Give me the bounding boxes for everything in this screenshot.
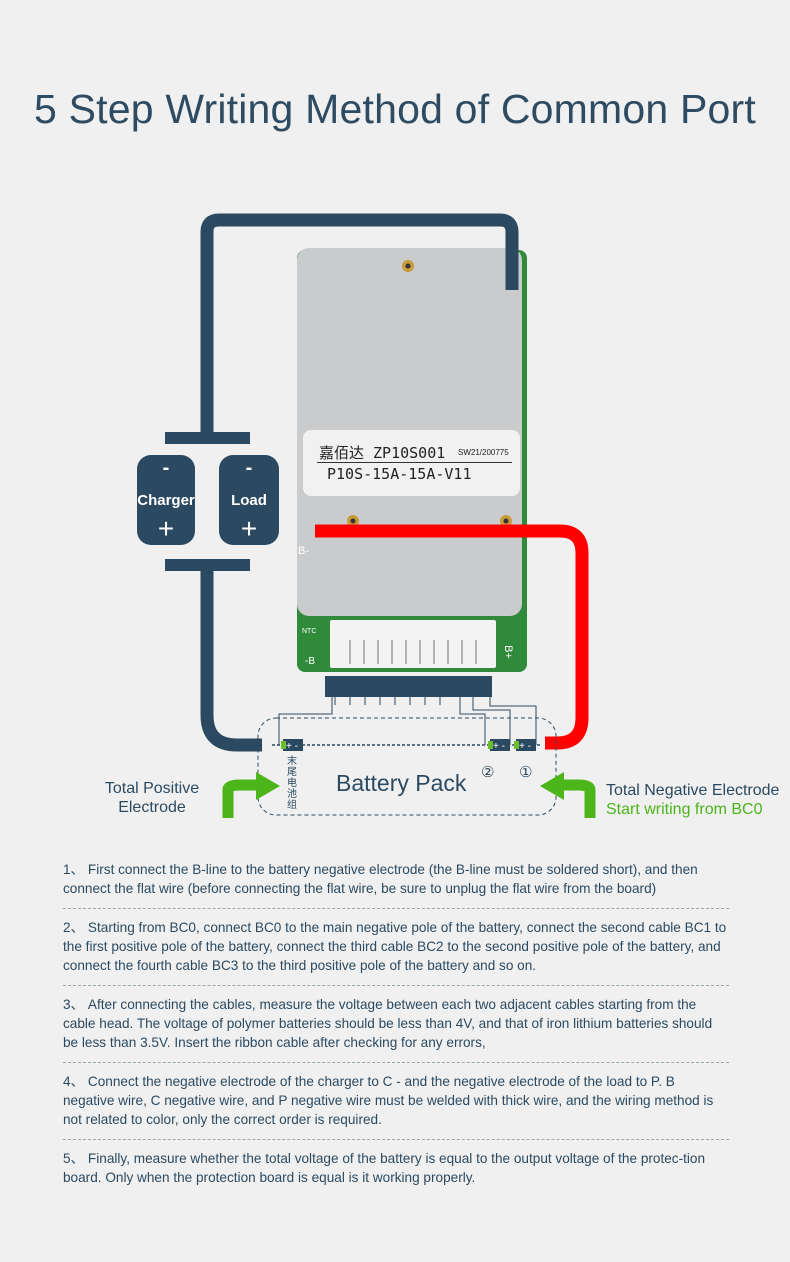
label-line: Electrode <box>118 799 186 816</box>
board-brand: 嘉佰达 ZP10S001 <box>319 444 446 462</box>
svg-text:+ -: + - <box>493 741 505 752</box>
minus-sign: - <box>245 457 253 479</box>
charger-load-wire <box>200 213 519 438</box>
load-label: Load <box>231 492 267 509</box>
b-plus-label: B+ <box>501 645 514 659</box>
wiring-diagram: + - + - + - <box>165 213 596 818</box>
label-line: Total Negative Electrode <box>606 782 780 799</box>
right-arrow-icon <box>562 779 596 818</box>
minus-sign: - <box>162 457 170 479</box>
board-model: P10S-15A-15A-V11 <box>327 465 472 483</box>
charger-label: Charger <box>137 492 195 509</box>
board-label: 嘉佰达 ZP10S001 SW21/200775 P10S-15A-15A-V1… <box>303 430 520 496</box>
step-2: 2、 Starting from BC0, connect BC0 to the… <box>63 918 729 986</box>
board-serial: SW21/200775 <box>458 448 509 457</box>
svg-text:+ -: + - <box>519 741 531 752</box>
left-arrow-icon <box>222 779 258 818</box>
page-title: 5 Step Writing Method of Common Port <box>34 86 756 132</box>
b-minus-red-wire <box>315 524 589 750</box>
ribbon-cable <box>325 676 492 697</box>
tail-battery-label: 末尾电池组 <box>287 756 297 811</box>
ntc-label: NTC <box>302 628 317 635</box>
battery-pack-outline <box>257 717 557 816</box>
charger-box: - Charger + <box>137 455 195 545</box>
label-line: Total Positive <box>104 780 200 797</box>
svg-text:+ -: + - <box>286 741 298 752</box>
battery-cells: + - + - + - <box>281 739 536 752</box>
step-3: 3、 After connecting the cables, measure … <box>63 995 729 1063</box>
step-4: 4、 Connect the negative electrode of the… <box>63 1072 729 1140</box>
label-line-green: Start writing from BC0 <box>606 801 763 818</box>
total-negative-label: Total Negative Electrode Start writing f… <box>606 781 779 819</box>
steps-list: 1、 First connect the B-line to the batte… <box>63 860 729 1206</box>
plus-sign: + <box>157 513 175 544</box>
battery-pack-label: Battery Pack <box>336 770 467 796</box>
plus-sign: + <box>240 513 258 544</box>
connector <box>330 620 496 668</box>
total-positive-label: Total Positive Electrode <box>92 779 212 817</box>
step-5: 5、 Finally, measure whether the total vo… <box>63 1151 706 1185</box>
b-minus-bottom-label: -B <box>305 656 315 667</box>
load-box: - Load + <box>219 455 279 545</box>
marker-1: ① <box>519 764 533 781</box>
pad-b-minus: B- <box>298 545 309 557</box>
step-1: 1、 First connect the B-line to the batte… <box>63 860 729 909</box>
marker-2: ② <box>481 764 495 781</box>
